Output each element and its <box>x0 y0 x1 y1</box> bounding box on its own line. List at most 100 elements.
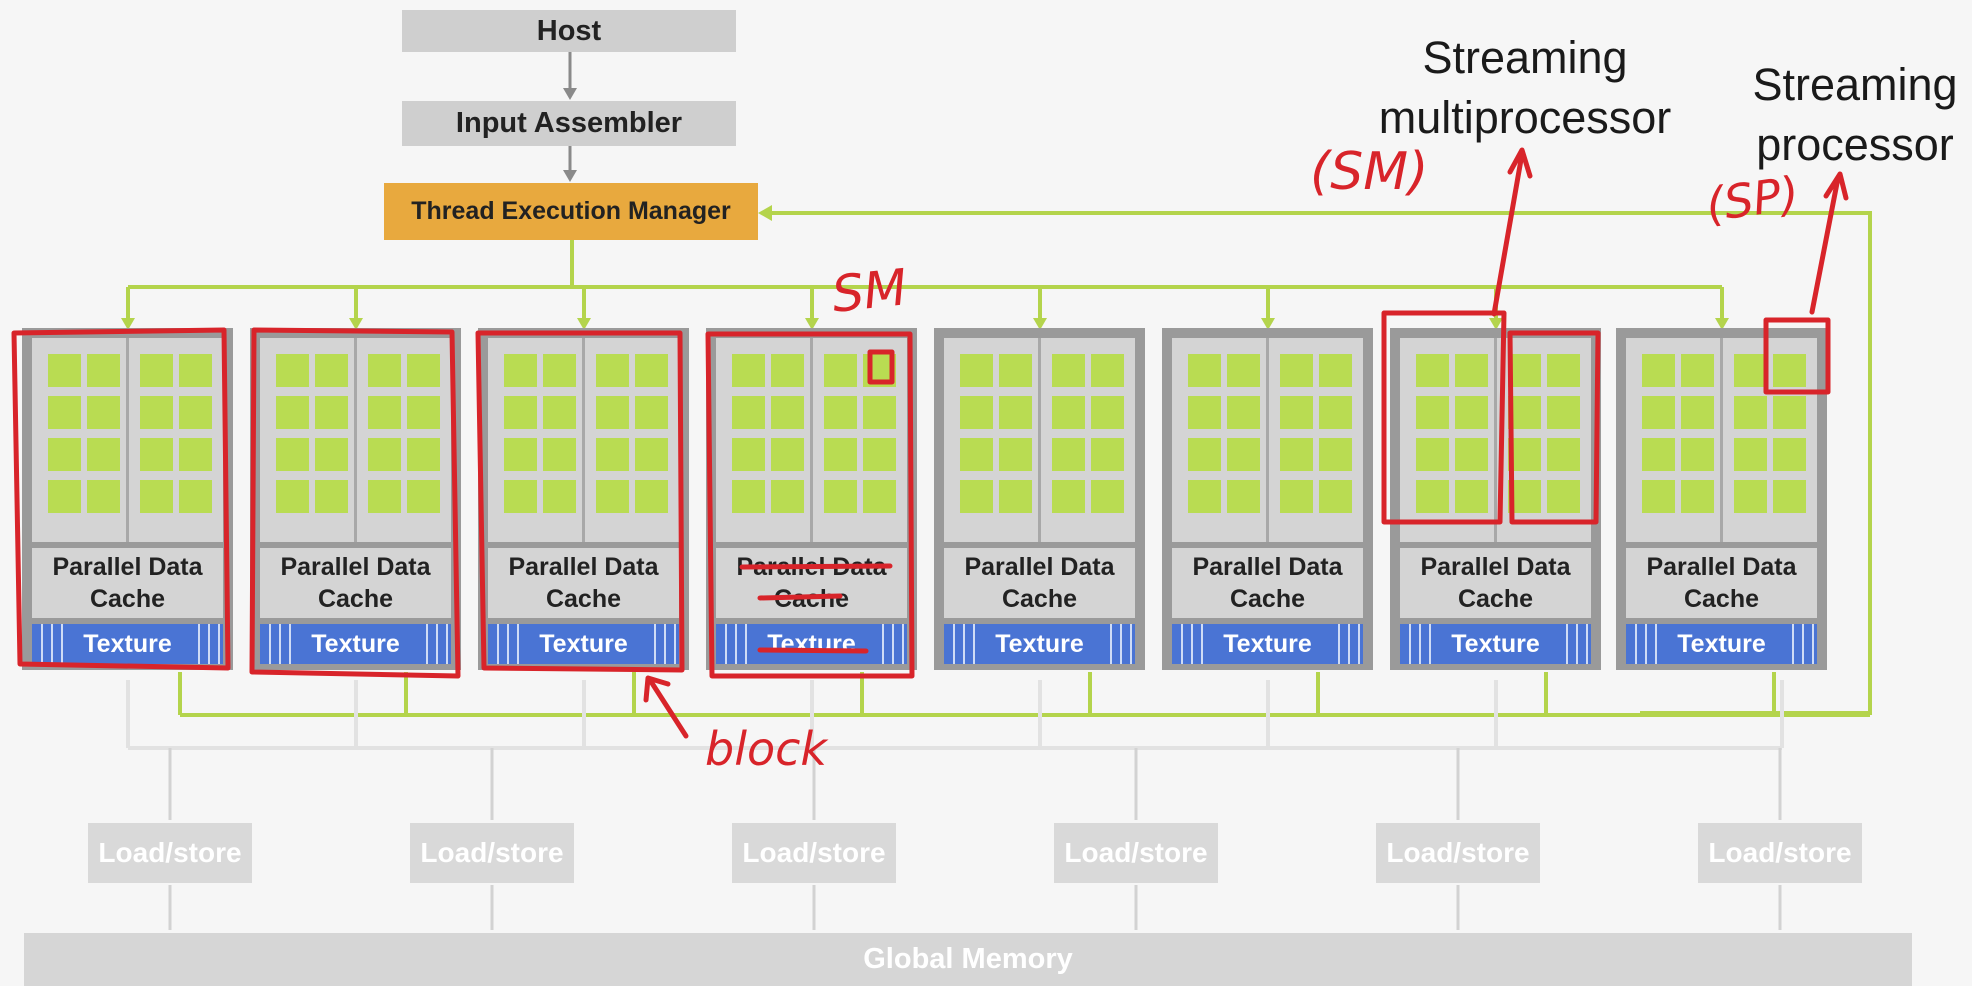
streaming-processor-cell <box>596 396 629 429</box>
streaming-processor-cell <box>1052 438 1085 471</box>
processor-divider <box>354 338 357 542</box>
texture-label: Texture <box>539 629 628 658</box>
processor-array <box>1626 338 1817 542</box>
streaming-processor-cell <box>999 480 1032 513</box>
streaming-processor-cell <box>1455 354 1488 387</box>
processor-divider <box>1720 338 1723 542</box>
processor-divider <box>582 338 585 542</box>
texture-lines-right <box>875 624 905 664</box>
streaming-processor-cell <box>368 354 401 387</box>
texture-unit: Texture <box>32 624 223 664</box>
streaming-processor-cell <box>732 396 765 429</box>
streaming-processor-cell <box>87 438 120 471</box>
streaming-processor-cell <box>276 396 309 429</box>
streaming-processor-cell <box>179 396 212 429</box>
streaming-processor-cell <box>1734 480 1767 513</box>
texture-lines-left <box>490 624 520 664</box>
streaming-processor-cell <box>1508 354 1541 387</box>
parallel-data-cache: Parallel Data Cache <box>488 548 679 618</box>
streaming-processor-cell <box>635 396 668 429</box>
parallel-data-cache: Parallel Data Cache <box>1172 548 1363 618</box>
streaming-processor-cell <box>960 480 993 513</box>
streaming-processor-cell <box>315 396 348 429</box>
block-tag-annotation: block <box>705 722 828 776</box>
texture-label: Texture <box>1451 629 1540 658</box>
streaming-processor-cell <box>596 480 629 513</box>
streaming-processor-cell <box>1319 396 1352 429</box>
thread-execution-manager-box: Thread Execution Manager <box>384 183 758 240</box>
streaming-processor-cell <box>1455 396 1488 429</box>
streaming-processor-cell <box>1227 396 1260 429</box>
texture-lines-right <box>1331 624 1361 664</box>
streaming-processor-cell <box>1227 480 1260 513</box>
processor-array <box>488 338 679 542</box>
streaming-processor-cell <box>504 396 537 429</box>
streaming-processor-cell <box>1508 480 1541 513</box>
streaming-processor-cell <box>863 354 896 387</box>
texture-lines-right <box>1785 624 1815 664</box>
streaming-processor-cell <box>771 438 804 471</box>
parallel-data-cache: Parallel Data Cache <box>1626 548 1817 618</box>
texture-unit: Texture <box>1400 624 1591 664</box>
streaming-processor-cell <box>1642 438 1675 471</box>
streaming-processor-cell <box>407 354 440 387</box>
processor-divider <box>1266 338 1269 542</box>
streaming-processor-cell <box>863 438 896 471</box>
texture-lines-right <box>647 624 677 664</box>
parallel-data-cache: Parallel Data Cache <box>944 548 1135 618</box>
load-store-unit: Load/store <box>1054 823 1218 883</box>
streaming-processor-cell <box>1416 396 1449 429</box>
texture-lines-right <box>1559 624 1589 664</box>
texture-label: Texture <box>83 629 172 658</box>
streaming-processor-cell <box>407 438 440 471</box>
streaming-processor-cell <box>596 438 629 471</box>
streaming-processor-cell <box>1734 396 1767 429</box>
parallel-data-cache: Parallel Data Cache <box>32 548 223 618</box>
streaming-processor-label: Streaming processor <box>1752 59 1958 170</box>
streaming-processor-cell <box>1091 438 1124 471</box>
texture-lines-left <box>1174 624 1204 664</box>
load-store-unit: Load/store <box>88 823 252 883</box>
sm-tag-annotation: SM <box>829 258 910 324</box>
streaming-processor-cell <box>1734 438 1767 471</box>
streaming-processor-cell <box>407 480 440 513</box>
texture-lines-right <box>191 624 221 664</box>
streaming-processor-cell <box>1227 438 1260 471</box>
streaming-processor-cell <box>1773 354 1806 387</box>
streaming-processor-cell <box>824 480 857 513</box>
streaming-processor-cell <box>543 480 576 513</box>
streaming-processor-cell <box>48 396 81 429</box>
streaming-processor-cell <box>276 438 309 471</box>
input-assembler-box: Input Assembler <box>402 101 736 146</box>
streaming-processor-cell <box>1734 354 1767 387</box>
streaming-processor-cell <box>140 396 173 429</box>
streaming-processor-cell <box>635 354 668 387</box>
streaming-processor-cell <box>1642 480 1675 513</box>
streaming-processor-cell <box>48 438 81 471</box>
streaming-processor-cell <box>1773 396 1806 429</box>
streaming-processor-cell <box>1547 438 1580 471</box>
streaming-processor-cell <box>1091 354 1124 387</box>
streaming-processor-cell <box>1091 396 1124 429</box>
streaming-processor-cell <box>863 480 896 513</box>
streaming-processor-cell <box>543 438 576 471</box>
texture-unit: Texture <box>1172 624 1363 664</box>
streaming-processor-cell <box>1280 480 1313 513</box>
streaming-processor-cell <box>1773 438 1806 471</box>
sm-abbrev-annotation: (SM) <box>1310 142 1429 202</box>
streaming-processor-cell <box>1280 396 1313 429</box>
texture-lines-left <box>262 624 292 664</box>
streaming-processor-cell <box>407 396 440 429</box>
streaming-processor-cell <box>543 396 576 429</box>
streaming-processor-cell <box>824 354 857 387</box>
streaming-processor-cell <box>1280 354 1313 387</box>
streaming-processor-cell <box>732 480 765 513</box>
streaming-processor-cell <box>999 354 1032 387</box>
processor-array <box>260 338 451 542</box>
texture-label: Texture <box>995 629 1084 658</box>
